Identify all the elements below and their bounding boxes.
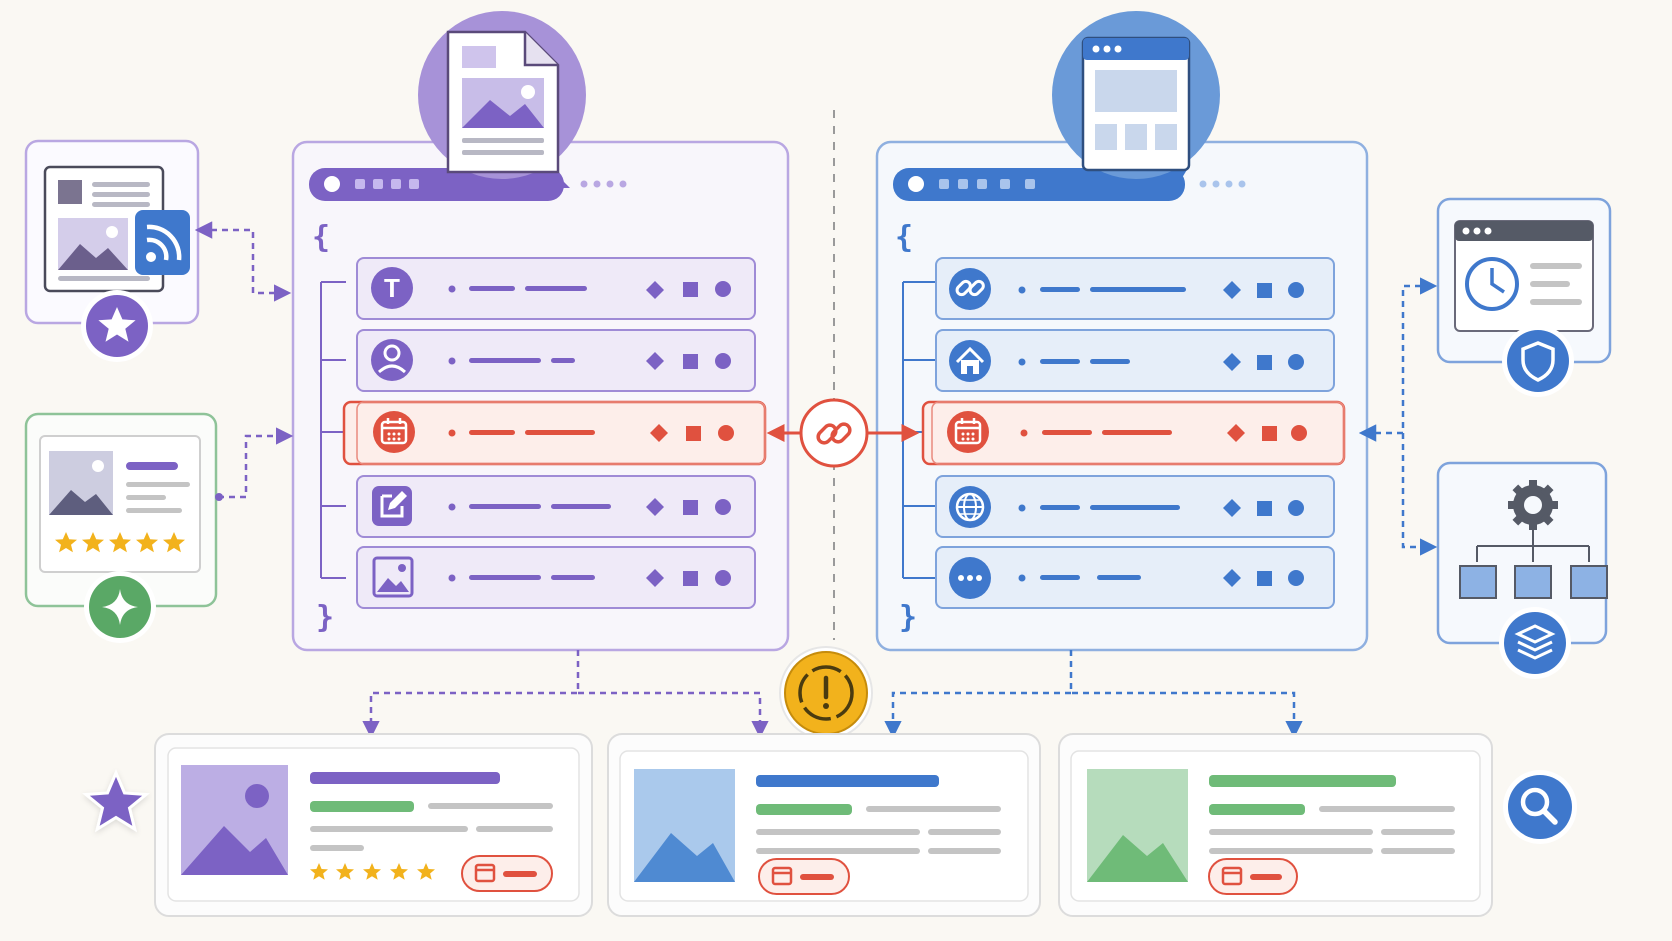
user-icon: [371, 339, 413, 381]
rss-icon: [135, 210, 190, 275]
left-close-brace: }: [316, 600, 334, 635]
date-tag: [461, 855, 553, 892]
clock-icon: [1465, 257, 1519, 311]
left-row-image[interactable]: [356, 546, 756, 609]
rating-star-icon: [363, 863, 381, 880]
result-star-rating: [310, 863, 435, 880]
calendar-icon: [771, 866, 793, 886]
schedule-card[interactable]: [1436, 197, 1612, 397]
calendar-icon: [373, 411, 415, 453]
alert-node[interactable]: [779, 646, 873, 740]
search-icon[interactable]: [1503, 770, 1577, 844]
calendar-icon: [474, 863, 496, 883]
star-icon: [81, 290, 153, 362]
rating-star-icon: [310, 863, 328, 880]
left-row-edit[interactable]: [356, 475, 756, 538]
rating-star-icon: [109, 532, 131, 553]
right-open-brace: {: [895, 220, 913, 255]
left-row-user[interactable]: [356, 329, 756, 392]
right-row-home[interactable]: [935, 329, 1335, 392]
rating-star-icon: [417, 863, 435, 880]
link-icon: [816, 422, 852, 445]
right-close-brace: }: [899, 600, 917, 635]
rating-star-icon: [55, 532, 77, 553]
calendar-icon: [947, 411, 989, 453]
right-row-more[interactable]: [935, 546, 1335, 609]
right-row-globe[interactable]: [935, 475, 1335, 538]
link-icon: [949, 268, 991, 310]
text-type-icon: T: [371, 267, 413, 309]
layers-icon: [1499, 607, 1571, 679]
shield-icon: [1502, 325, 1574, 397]
alert-icon: [798, 665, 854, 721]
globe-icon: [949, 486, 991, 528]
left-row-date-highlighted[interactable]: [342, 400, 767, 466]
schedule-to-right-panel-arrow: [1358, 277, 1438, 442]
hierarchy-card[interactable]: [1436, 461, 1608, 679]
right-row-link[interactable]: [935, 257, 1335, 320]
rating-star-icon: [390, 863, 408, 880]
review-card[interactable]: [24, 412, 218, 643]
star-icon: [82, 769, 150, 833]
web-page-icon: [1052, 11, 1220, 179]
rating-star-icon: [136, 532, 158, 553]
document-image-icon: [418, 11, 586, 179]
date-tag: [1208, 858, 1298, 895]
left-row-text[interactable]: T: [356, 257, 756, 320]
rating-star-icon: [163, 532, 185, 553]
review-to-left-panel-arrow: [218, 427, 294, 499]
rss-feed-card[interactable]: [24, 139, 200, 362]
rating-star-icon: [82, 532, 104, 553]
svg-text:T: T: [384, 273, 400, 303]
center-link-connector[interactable]: [766, 398, 920, 468]
result-card-blue[interactable]: [607, 733, 1041, 917]
result-card-purple[interactable]: [154, 733, 593, 917]
right-row-date-highlighted[interactable]: [921, 400, 1346, 466]
edit-icon: [372, 486, 412, 526]
review-star-rating: [55, 532, 185, 553]
right-panel-titlebar: [893, 168, 1246, 201]
rating-star-icon: [336, 863, 354, 880]
bottom-connectors: [362, 650, 1303, 739]
calendar-icon: [1221, 866, 1243, 886]
rss-to-left-panel-arrow: [194, 221, 292, 302]
left-tree-connector: [320, 281, 346, 579]
left-open-brace: {: [312, 220, 330, 255]
hierarchy-to-right-panel-arrow: [1401, 433, 1438, 556]
date-tag: [758, 858, 850, 895]
home-icon: [949, 340, 991, 382]
more-icon: [949, 557, 991, 599]
gear-icon: [1508, 480, 1558, 530]
image-icon: [372, 556, 414, 598]
result-card-green[interactable]: [1058, 733, 1493, 917]
sparkle-icon: [84, 571, 156, 643]
